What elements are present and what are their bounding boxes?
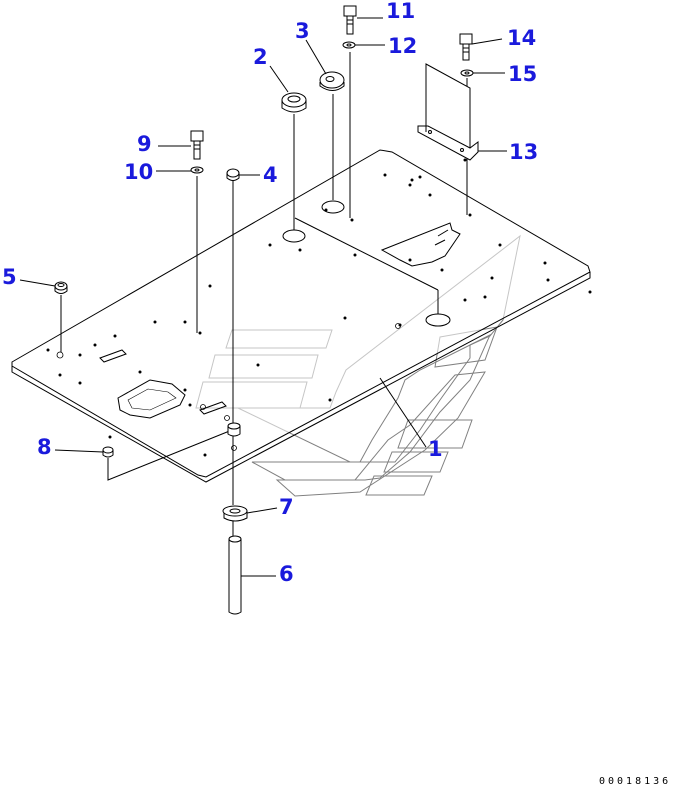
floor-plate-top-face — [11, 149, 591, 478]
cover-part-3 — [319, 71, 345, 91]
grommet-part-2 — [281, 92, 307, 113]
washer-part-10 — [190, 166, 204, 174]
callout-6: 6 — [279, 562, 294, 586]
plug-part-4 — [226, 168, 240, 181]
floor-plate-edge — [11, 272, 591, 483]
drawing-number: 00018136 — [599, 776, 671, 787]
bolt-part-14 — [459, 33, 473, 61]
under-grommet — [227, 422, 241, 437]
washer-part-12 — [342, 41, 356, 49]
washer-part-15 — [460, 69, 474, 77]
callout-10: 10 — [124, 160, 153, 184]
callout-4: 4 — [263, 163, 278, 187]
access-opening — [117, 379, 186, 419]
callout-3: 3 — [295, 19, 310, 43]
plate-holes — [46, 158, 592, 457]
parts — [54, 5, 479, 615]
nut-part-8 — [102, 446, 114, 458]
callout-2: 2 — [253, 45, 268, 69]
callout-5: 5 — [2, 265, 17, 289]
grommet-part-7 — [222, 505, 248, 522]
callouts: 1 2 3 4 5 6 7 8 9 10 11 12 13 14 15 — [2, 0, 538, 586]
callout-13: 13 — [509, 140, 538, 164]
bracket-part-13 — [417, 63, 479, 161]
pipe-part-6 — [228, 535, 242, 615]
small-slot — [99, 349, 127, 363]
callout-14: 14 — [507, 26, 536, 50]
leader-lines — [19, 17, 507, 577]
callout-9: 9 — [137, 132, 152, 156]
bolt-part-9 — [190, 130, 204, 160]
bolt-part-11 — [343, 5, 357, 35]
callout-15: 15 — [508, 62, 537, 86]
callout-7: 7 — [279, 495, 294, 519]
callout-1: 1 — [428, 437, 443, 461]
callout-8: 8 — [37, 435, 52, 459]
callout-12: 12 — [388, 34, 417, 58]
cover-hole — [321, 200, 345, 214]
callout-11: 11 — [386, 0, 415, 23]
floor-plate — [11, 149, 592, 483]
plug-part-5 — [54, 281, 68, 294]
plate-holes-open — [56, 323, 401, 451]
access-slot — [380, 222, 461, 267]
